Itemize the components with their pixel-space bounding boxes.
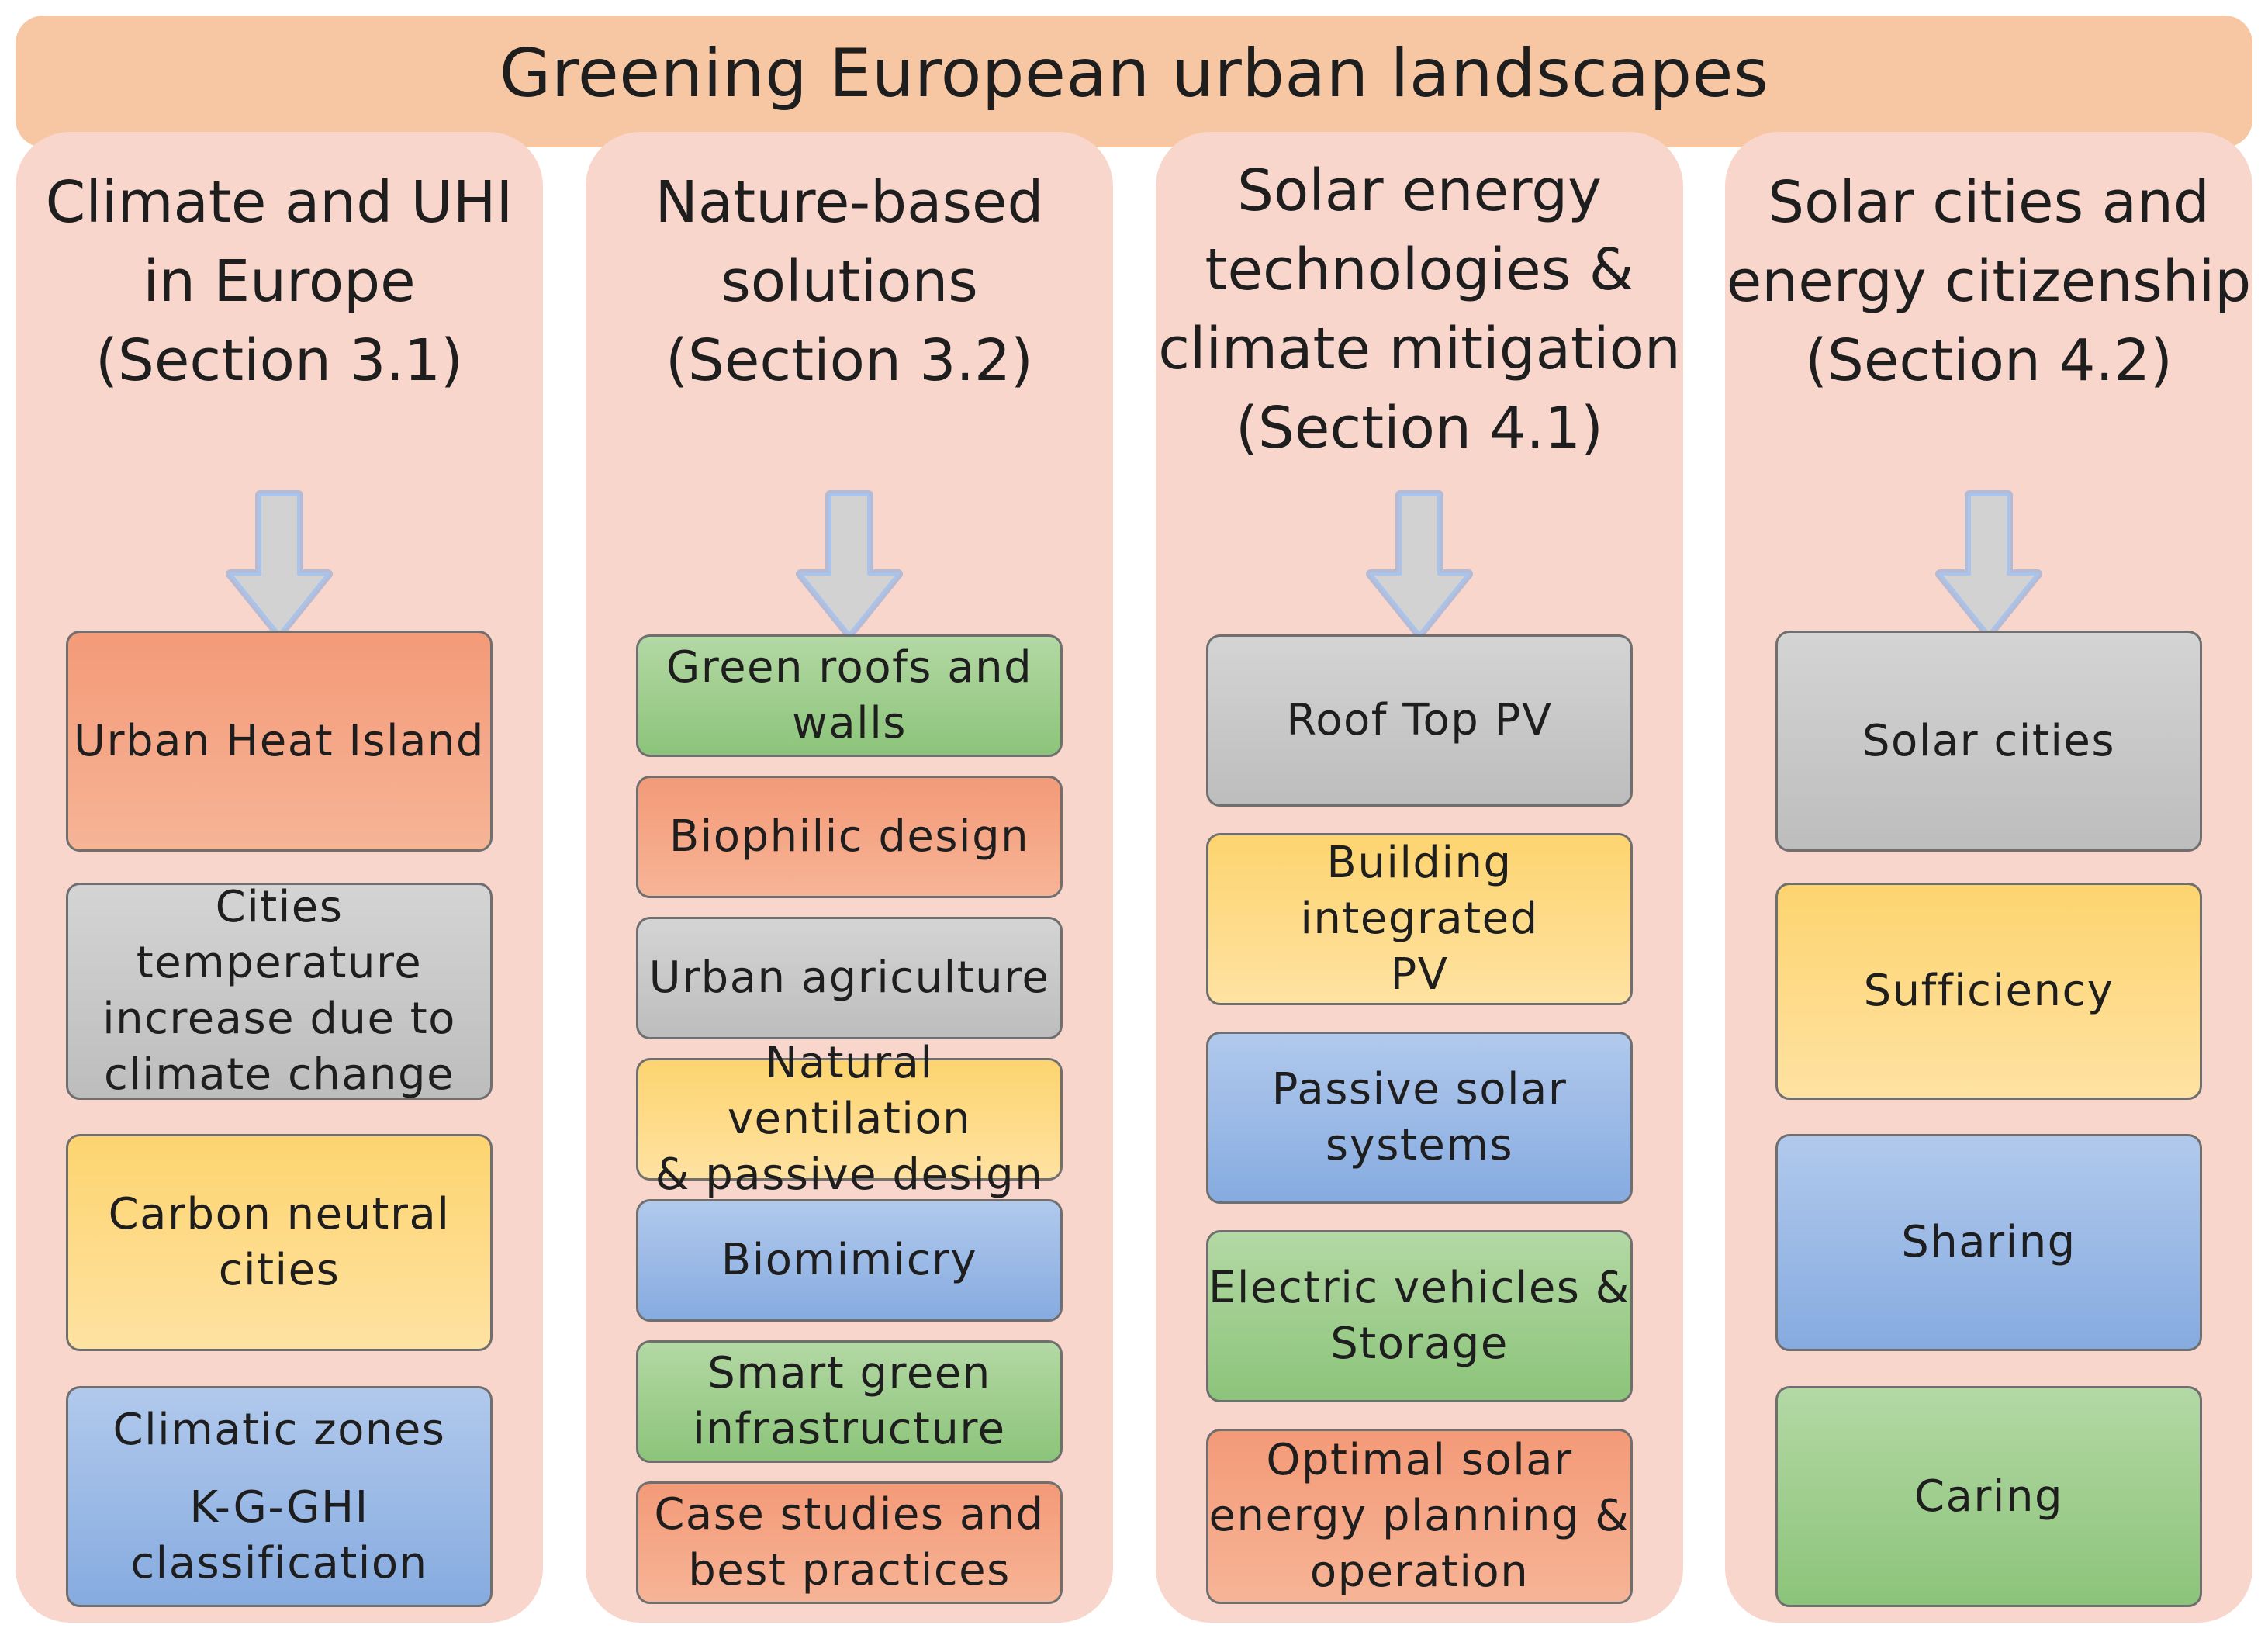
item-label: Storage xyxy=(1330,1319,1509,1369)
item-label: Sharing xyxy=(1901,1217,2076,1267)
item-label: Cities temperature xyxy=(136,882,423,988)
column-title-line: solutions xyxy=(721,248,978,315)
column-title-line: (Section 3.2) xyxy=(666,327,1033,394)
item-label: Urban agriculture xyxy=(648,952,1050,1003)
item-biomimicry: Biomimicry xyxy=(636,1199,1063,1322)
item-climatic-zones: Climatic zones K-G-GHI classification xyxy=(66,1386,493,1607)
item-label: infrastructure xyxy=(693,1404,1006,1454)
item-label: walls xyxy=(792,698,907,748)
item-label: Green roofs and xyxy=(666,642,1033,693)
diagram-title: Greening European urban landscapes xyxy=(499,35,1769,112)
item-label: K-G-GHI xyxy=(189,1481,369,1533)
item-label: Urban Heat Island xyxy=(74,715,485,766)
column-title-line: in Europe xyxy=(143,248,416,315)
item-label: Climatic zones xyxy=(112,1404,446,1455)
column-title: Solar cities and energy citizenship (Sec… xyxy=(1725,163,2252,400)
item-label: Biomimicry xyxy=(721,1235,978,1285)
item-label: Natural ventilation xyxy=(727,1038,972,1144)
column-title-line: Nature-based xyxy=(655,169,1044,236)
item-label: climate change xyxy=(103,1049,455,1100)
item-urban-heat-island: Urban Heat Island xyxy=(66,631,493,852)
column-solar-cities-citizenship: Solar cities and energy citizenship (Sec… xyxy=(1725,132,2252,1623)
column-title-line: Climate and UHI xyxy=(45,169,513,236)
item-label: Smart green xyxy=(707,1348,991,1398)
item-electric-vehicles-storage: Electric vehicles & Storage xyxy=(1206,1230,1633,1402)
item-solar-cities: Solar cities xyxy=(1775,631,2202,852)
item-label: energy planning & xyxy=(1208,1491,1630,1541)
item-urban-agriculture: Urban agriculture xyxy=(636,917,1063,1039)
item-building-integrated-pv: Building integrated PV xyxy=(1206,833,1633,1005)
column-title-line: Solar cities and xyxy=(1768,169,2210,236)
item-label: & passive design xyxy=(655,1149,1044,1200)
item-natural-ventilation: Natural ventilation & passive design xyxy=(636,1038,1063,1200)
column-nature-based-solutions: Nature-based solutions (Section 3.2) Gre… xyxy=(586,132,1113,1623)
column-title-line: climate mitigation xyxy=(1158,316,1681,382)
column-climate-uhi: Climate and UHI in Europe (Section 3.1) … xyxy=(16,132,543,1623)
item-label: Solar cities xyxy=(1862,715,2115,766)
item-label: Building integrated xyxy=(1300,838,1539,944)
item-biophilic-design: Biophilic design xyxy=(636,776,1063,898)
arrow-down-icon xyxy=(1366,490,1473,639)
item-label: Caring xyxy=(1914,1471,2064,1522)
item-label: Roof Top PV xyxy=(1286,695,1553,745)
arrow-down-icon xyxy=(226,490,333,639)
item-roof-top-pv: Roof Top PV xyxy=(1206,634,1633,807)
item-smart-green-infrastructure: Smart green infrastructure xyxy=(636,1340,1063,1463)
diagram-title-banner: Greening European urban landscapes xyxy=(16,16,2252,147)
item-label: best practices xyxy=(688,1545,1011,1595)
column-title-line: (Section 4.1) xyxy=(1236,395,1603,461)
item-label: cities xyxy=(218,1245,341,1295)
item-sharing: Sharing xyxy=(1775,1134,2202,1351)
column-title: Climate and UHI in Europe (Section 3.1) xyxy=(16,163,543,400)
column-title-line: technologies & xyxy=(1205,237,1634,303)
item-cities-temperature: Cities temperature increase due to clima… xyxy=(66,882,493,1100)
column-title-line: energy citizenship xyxy=(1726,248,2252,315)
column-title: Solar energy technologies & climate miti… xyxy=(1156,151,1683,468)
item-passive-solar-systems: Passive solar systems xyxy=(1206,1032,1633,1204)
column-title: Nature-based solutions (Section 3.2) xyxy=(586,163,1113,400)
column-title-line: Solar energy xyxy=(1237,157,1602,224)
column-title-line: (Section 4.2) xyxy=(1805,327,2173,394)
item-label: Passive solar xyxy=(1271,1064,1568,1115)
item-carbon-neutral-cities: Carbon neutral cities xyxy=(66,1134,493,1351)
item-label: systems xyxy=(1325,1120,1514,1170)
arrow-down-icon xyxy=(796,490,903,639)
item-label: Biophilic design xyxy=(669,811,1030,862)
item-label: Sufficiency xyxy=(1863,966,2114,1016)
item-label: PV xyxy=(1390,949,1449,1000)
item-label: Carbon neutral xyxy=(108,1189,451,1239)
item-label: classification xyxy=(130,1537,428,1588)
arrow-down-icon xyxy=(1935,490,2042,639)
item-optimal-solar-planning: Optimal solar energy planning & operatio… xyxy=(1206,1429,1633,1604)
item-case-studies: Case studies and best practices xyxy=(636,1481,1063,1604)
item-label: Optimal solar xyxy=(1266,1435,1573,1485)
item-label: increase due to xyxy=(102,994,456,1044)
item-label: Electric vehicles & xyxy=(1208,1263,1630,1313)
column-solar-energy-technologies: Solar energy technologies & climate miti… xyxy=(1156,132,1683,1623)
item-green-roofs-walls: Green roofs and walls xyxy=(636,634,1063,757)
column-title-line: (Section 3.1) xyxy=(95,327,463,394)
item-label: operation xyxy=(1309,1547,1530,1597)
item-label: Case studies and xyxy=(654,1489,1045,1540)
item-sufficiency: Sufficiency xyxy=(1775,883,2202,1100)
item-caring: Caring xyxy=(1775,1386,2202,1607)
